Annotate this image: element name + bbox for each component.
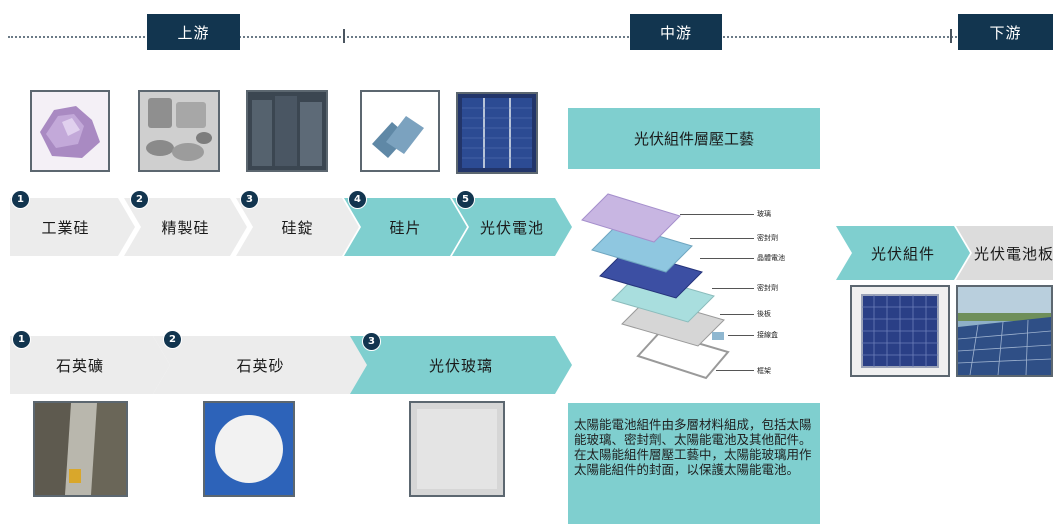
chevron-label: 精製硅	[161, 218, 210, 237]
step-number-badge: 1	[11, 190, 30, 209]
chevron-label: 硅片	[389, 218, 422, 237]
stage-midstream: 中游	[630, 14, 722, 50]
chevron-industrial-silicon: 工業硅	[10, 198, 135, 256]
layer-glass	[581, 193, 681, 243]
chevron-label: 光伏玻璃	[428, 356, 493, 375]
layer-label-glass: 玻璃	[757, 210, 771, 218]
layer-label-encapsulant: 密封劑	[757, 234, 778, 242]
chevron-label: 光伏電池板	[974, 244, 1053, 263]
photo-silicon-ingot	[246, 90, 328, 172]
chevron-pv-cell: 光伏電池	[452, 198, 572, 256]
layer-label-backsheet: 後板	[757, 310, 771, 318]
leader-line	[690, 238, 754, 239]
timeline-tick	[950, 29, 952, 43]
chevron-refined-silicon: 精製硅	[124, 198, 247, 256]
chevron-pv-panel: 光伏電池板	[956, 226, 1053, 280]
step-number-badge: 5	[456, 190, 475, 209]
photo-refined-silicon	[138, 90, 220, 172]
process-title-box: 光伏組件層壓工藝	[568, 108, 820, 169]
layer-junction-box	[712, 332, 724, 340]
leader-line	[712, 288, 754, 289]
photo-pv-panels-field	[956, 285, 1053, 377]
layer-frame	[636, 330, 730, 380]
photo-pv-module	[850, 285, 950, 377]
chevron-pv-glass: 光伏玻璃	[350, 336, 572, 394]
description-box: 太陽能電池組件由多層材料組成，包括太陽能玻璃、密封劑、太陽能電池及其他配件。在太…	[568, 403, 820, 524]
photo-silicon-wafer	[360, 90, 440, 172]
layer-encapsulant	[591, 223, 693, 273]
description-text: 太陽能電池組件由多層材料組成，包括太陽能玻璃、密封劑、太陽能電池及其他配件。在太…	[574, 417, 812, 477]
step-number-badge: 1	[12, 330, 31, 349]
photo-pv-cell	[456, 92, 538, 174]
layer-crystalline-cell	[599, 249, 703, 299]
photo-quartz-sand	[203, 401, 295, 497]
chevron-label: 光伏組件	[870, 244, 935, 263]
stage-upstream: 上游	[147, 14, 240, 50]
timeline-tick	[343, 29, 345, 43]
step-number-badge: 3	[240, 190, 259, 209]
chevron-silicon-ingot: 硅錠	[236, 198, 359, 256]
chevron-pv-module: 光伏組件	[836, 226, 970, 280]
photo-pv-glass	[409, 401, 505, 497]
photo-industrial-silicon	[30, 90, 110, 172]
leader-line	[728, 335, 754, 336]
layer-label-junction-box: 接線盒	[757, 331, 778, 339]
chevron-quartz-ore: 石英礦	[10, 336, 170, 394]
leader-line	[700, 258, 754, 259]
step-number-badge: 2	[163, 330, 182, 349]
photo-quartz-mine	[33, 401, 128, 497]
chevron-label: 工業硅	[41, 218, 90, 237]
layer-label-frame: 框架	[757, 367, 771, 375]
leader-line	[680, 214, 754, 215]
timeline-line	[8, 36, 1053, 38]
chevron-label: 硅錠	[281, 218, 314, 237]
process-title: 光伏組件層壓工藝	[633, 130, 754, 148]
step-number-badge: 2	[130, 190, 149, 209]
chevron-label: 石英砂	[236, 356, 285, 375]
leader-line	[716, 370, 754, 371]
module-layer-diagram	[581, 193, 730, 380]
leader-line	[720, 314, 754, 315]
chevron-quartz-sand: 石英砂	[153, 336, 368, 394]
stage-downstream: 下游	[958, 14, 1053, 50]
step-number-badge: 3	[362, 332, 381, 351]
chevron-label: 光伏電池	[479, 218, 544, 237]
layer-label-encapsulant: 密封劑	[757, 284, 778, 292]
chevron-silicon-wafer: 硅片	[344, 198, 467, 256]
layer-label-cell: 晶體電池	[757, 254, 785, 262]
chevron-label: 石英礦	[55, 356, 104, 375]
step-number-badge: 4	[348, 190, 367, 209]
